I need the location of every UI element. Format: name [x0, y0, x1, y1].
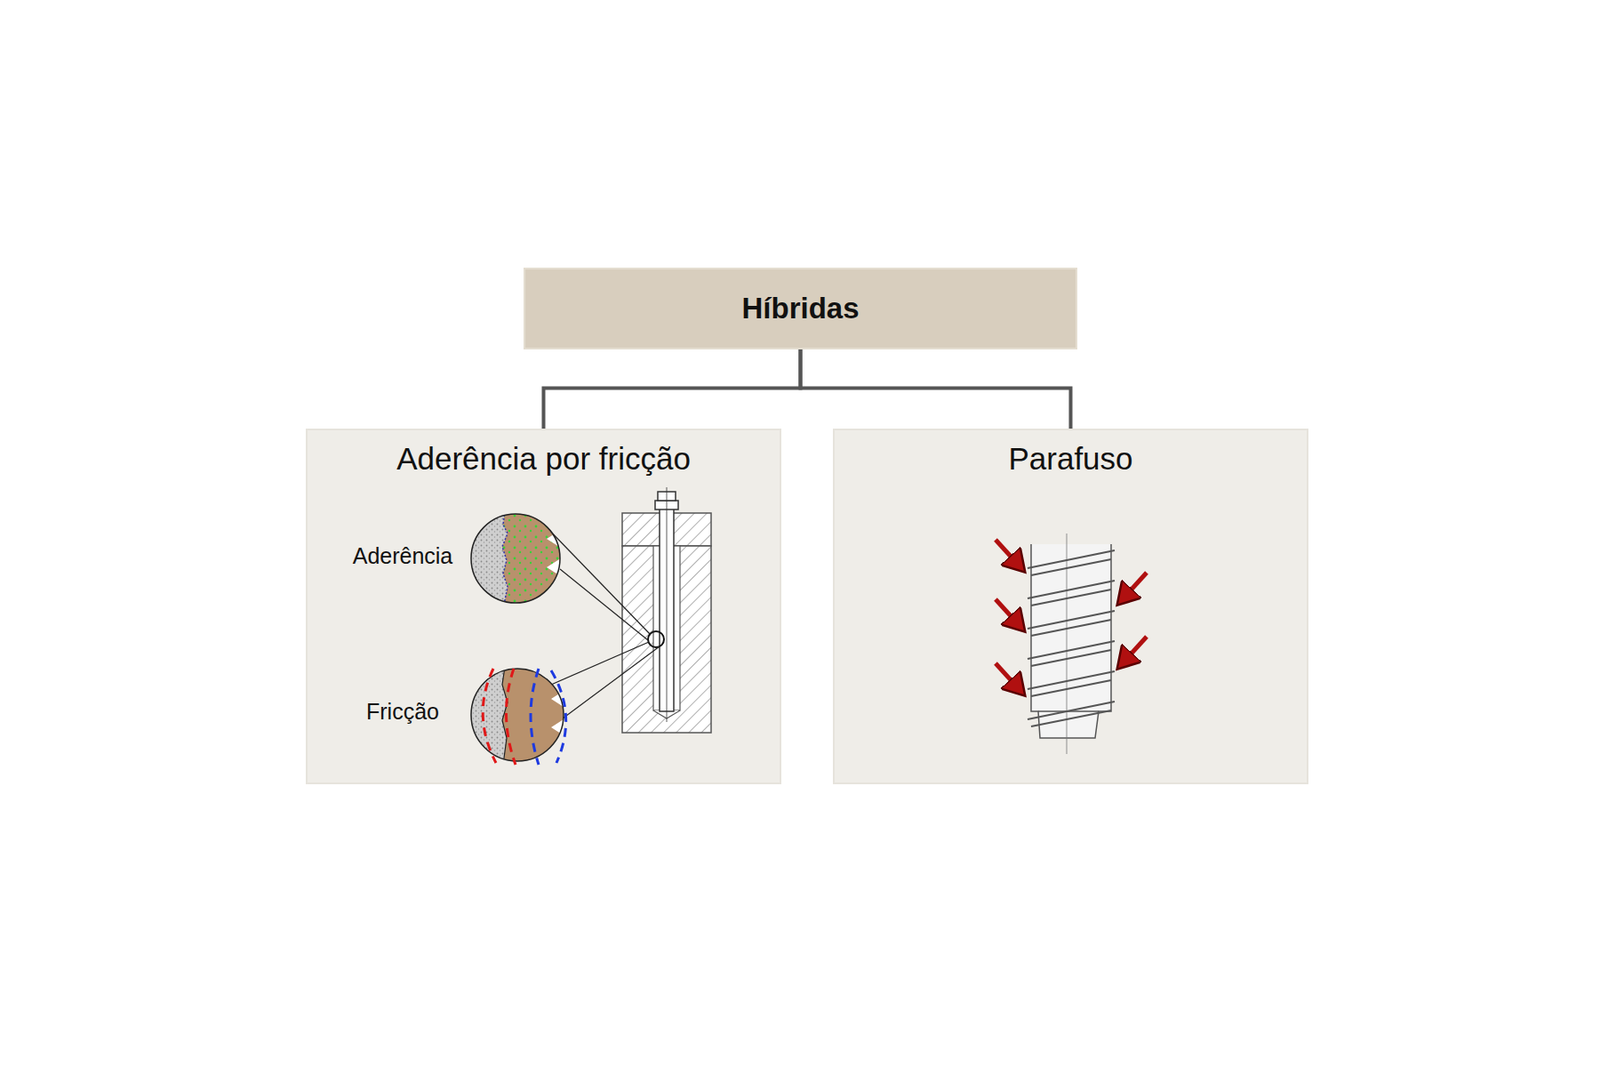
detail-label: Aderência: [352, 543, 454, 569]
category-box: Híbridas: [523, 267, 1078, 350]
force-arrows: [995, 539, 1147, 693]
screw-drawing: [1027, 533, 1115, 754]
detail-label: Fricção: [366, 698, 440, 725]
tree-connector: [544, 349, 801, 429]
friction-detail: [462, 662, 578, 770]
node-text: Híbridas: [534, 291, 1067, 326]
node-text: Parafuso: [843, 440, 1298, 477]
adhesion-detail: [462, 506, 578, 614]
node-text: Aderência por fricção: [316, 440, 771, 477]
tree-connector: [800, 349, 1072, 429]
anchor-drawing: [544, 487, 712, 733]
